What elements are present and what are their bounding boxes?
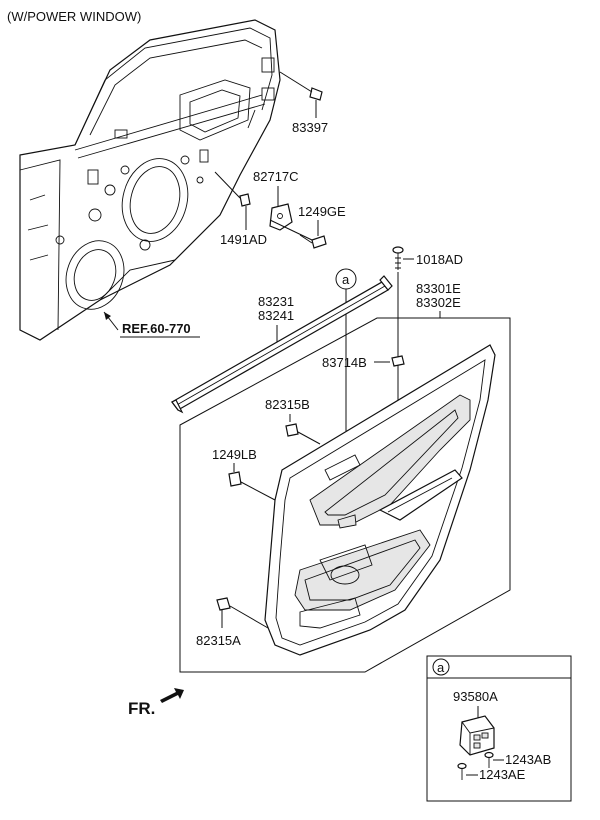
label-82717c: 82717C xyxy=(253,169,299,184)
part-83714b-clip xyxy=(391,355,405,367)
trim-panel-frame xyxy=(179,317,511,673)
ref-label: REF.60-770 xyxy=(122,321,191,336)
detail-a-marker xyxy=(432,658,450,676)
front-direction-label: FR. xyxy=(128,699,155,718)
label-82315a: 82315A xyxy=(196,633,241,648)
label-1243ae: 1243AE xyxy=(479,767,526,782)
label-83241: 83241 xyxy=(258,308,294,323)
part-1491ad-clip xyxy=(239,193,251,207)
part-1243ab-screw xyxy=(484,751,494,768)
label-83231: 83231 xyxy=(258,294,294,309)
label-1249lb: 1249LB xyxy=(212,447,257,462)
front-arrow-icon xyxy=(160,688,184,703)
part-83397-clip xyxy=(309,87,323,101)
part-82315b-clip xyxy=(285,423,299,437)
part-1018ad-screw xyxy=(392,246,404,270)
label-83714b: 83714B xyxy=(322,355,367,370)
part-83301e-door-trim-panel xyxy=(264,344,496,656)
label-1491ad: 1491AD xyxy=(220,232,267,247)
label-82315b: 82315B xyxy=(265,397,310,412)
door-inner-panel xyxy=(19,19,281,341)
part-82717c-bracket xyxy=(269,203,293,231)
label-1249ge: 1249GE xyxy=(298,204,346,219)
label-1018ad: 1018AD xyxy=(416,252,463,267)
part-1243ae-screw xyxy=(457,762,467,780)
label-83301e: 83301E xyxy=(416,281,461,296)
label-83397: 83397 xyxy=(292,120,328,135)
callout-a-label: a xyxy=(342,272,350,287)
detail-a-box: a 93580A 1243AB 1243AE xyxy=(426,655,572,802)
label-93580a: 93580A xyxy=(453,689,498,704)
label-83302e: 83302E xyxy=(416,295,461,310)
part-82315a-clip xyxy=(216,597,231,611)
diagram-title: (W/POWER WINDOW) xyxy=(7,9,141,24)
part-1249lb-screw xyxy=(228,471,242,487)
detail-a-label: a xyxy=(437,660,445,675)
part-1249ge-bolt xyxy=(299,234,327,249)
label-1243ab: 1243AB xyxy=(505,752,551,767)
part-93580a-power-window-switch xyxy=(459,715,495,756)
part-83231-weatherstrip xyxy=(171,275,393,414)
